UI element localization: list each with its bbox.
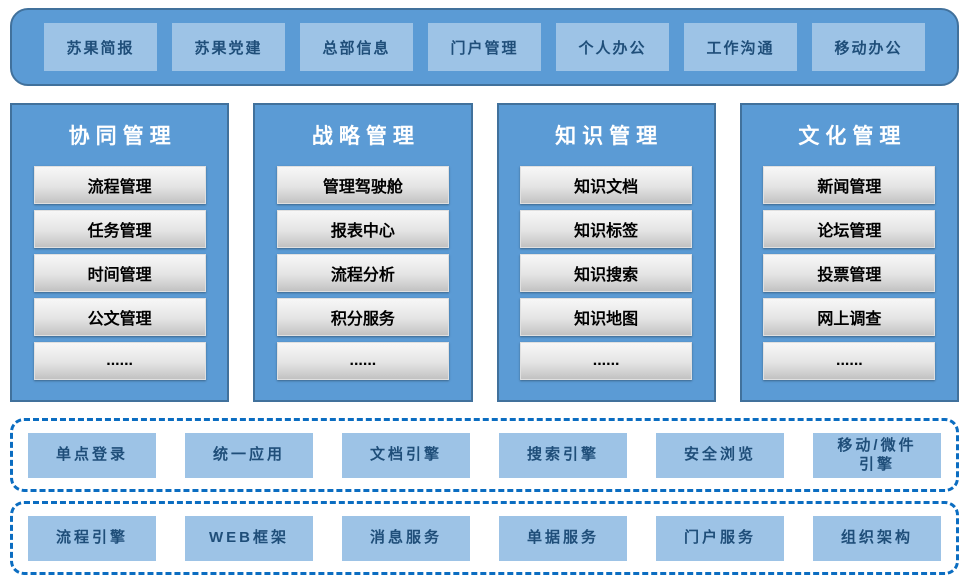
module-button-more[interactable]: ...... <box>520 342 693 380</box>
top-app-button[interactable]: 苏果党建 <box>172 23 285 71</box>
top-app-button[interactable]: 个人办公 <box>556 23 669 71</box>
module-button[interactable]: 报表中心 <box>276 210 449 248</box>
service-button[interactable]: 消息服务 <box>342 515 470 561</box>
module-columns: 协同管理 流程管理 任务管理 时间管理 公文管理 ...... 战略管理 管理驾… <box>10 103 959 402</box>
service-button[interactable]: 流程引擎 <box>28 515 156 561</box>
service-button[interactable]: 安全浏览 <box>656 432 784 478</box>
module-button[interactable]: 时间管理 <box>33 254 206 292</box>
module-button[interactable]: 知识标签 <box>520 210 693 248</box>
service-button[interactable]: 组织架构 <box>813 515 941 561</box>
module-button[interactable]: 知识搜索 <box>520 254 693 292</box>
column-title: 知识管理 <box>555 125 664 148</box>
module-button[interactable]: 知识文档 <box>520 166 693 204</box>
module-button[interactable]: 知识地图 <box>520 298 693 336</box>
module-button[interactable]: 新闻管理 <box>763 166 936 204</box>
module-button[interactable]: 投票管理 <box>763 254 936 292</box>
column-strategy: 战略管理 管理驾驶舱 报表中心 流程分析 积分服务 ...... <box>253 103 473 402</box>
module-button-more[interactable]: ...... <box>763 342 936 380</box>
module-button-more[interactable]: ...... <box>276 342 449 380</box>
module-button[interactable]: 任务管理 <box>33 210 206 248</box>
platform-services-row: 单点登录 统一应用 文档引擎 搜索引擎 安全浏览 移动/微件引擎 <box>10 418 959 492</box>
top-app-button[interactable]: 苏果简报 <box>44 23 157 71</box>
service-button[interactable]: 统一应用 <box>185 432 313 478</box>
service-button[interactable]: 单点登录 <box>28 432 156 478</box>
module-button[interactable]: 论坛管理 <box>763 210 936 248</box>
module-button[interactable]: 流程分析 <box>276 254 449 292</box>
module-button[interactable]: 流程管理 <box>33 166 206 204</box>
top-app-button[interactable]: 总部信息 <box>300 23 413 71</box>
module-button[interactable]: 网上调查 <box>763 298 936 336</box>
module-button[interactable]: 管理驾驶舱 <box>276 166 449 204</box>
column-title: 战略管理 <box>311 125 420 148</box>
service-button[interactable]: 门户服务 <box>656 515 784 561</box>
column-culture: 文化管理 新闻管理 论坛管理 投票管理 网上调查 ...... <box>739 103 959 402</box>
service-button[interactable]: 搜索引擎 <box>499 432 627 478</box>
service-button[interactable]: 移动/微件引擎 <box>813 432 941 478</box>
column-collaboration: 协同管理 流程管理 任务管理 时间管理 公文管理 ...... <box>10 103 230 402</box>
service-button[interactable]: 单据服务 <box>499 515 627 561</box>
top-app-button[interactable]: 移动办公 <box>812 23 925 71</box>
column-knowledge: 知识管理 知识文档 知识标签 知识搜索 知识地图 ...... <box>496 103 716 402</box>
service-button[interactable]: 文档引擎 <box>342 432 470 478</box>
top-app-button[interactable]: 门户管理 <box>428 23 541 71</box>
top-app-button[interactable]: 工作沟通 <box>684 23 797 71</box>
top-app-bar: 苏果简报 苏果党建 总部信息 门户管理 个人办公 工作沟通 移动办公 <box>10 8 959 86</box>
module-button[interactable]: 积分服务 <box>276 298 449 336</box>
service-button[interactable]: WEB框架 <box>185 515 313 561</box>
architecture-diagram: 苏果简报 苏果党建 总部信息 门户管理 个人办公 工作沟通 移动办公 协同管理 … <box>0 8 969 575</box>
column-title: 文化管理 <box>798 125 907 148</box>
base-services-row: 流程引擎 WEB框架 消息服务 单据服务 门户服务 组织架构 <box>10 501 959 575</box>
module-button-more[interactable]: ...... <box>33 342 206 380</box>
module-button[interactable]: 公文管理 <box>33 298 206 336</box>
column-title: 协同管理 <box>68 125 177 148</box>
